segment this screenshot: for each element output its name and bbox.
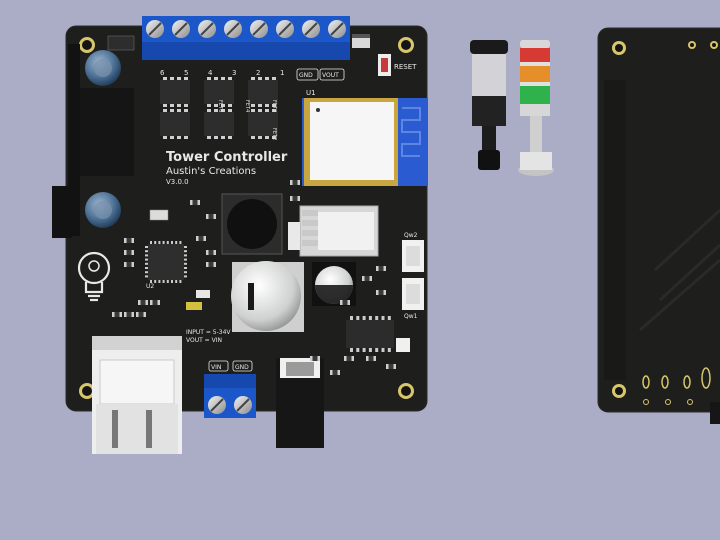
vout-label: VOUT [322, 72, 339, 79]
rj45-ethernet-jack [92, 336, 182, 454]
esp32-module [302, 98, 428, 186]
fet-label: FET2 [271, 128, 277, 140]
coin-cell-battery [231, 261, 304, 332]
reset-button [378, 54, 391, 76]
second-pcb-backside [597, 27, 720, 424]
fet-label: FET3 [271, 100, 277, 112]
terminal-block-top [142, 16, 350, 60]
reset-label: RESET [394, 63, 417, 71]
fet-label: FET6 [217, 100, 223, 112]
smd-capacitor [312, 262, 356, 306]
microcontroller-u2 [145, 241, 187, 283]
fet-label: FET4 [244, 100, 250, 112]
stack-light-tricolor [518, 40, 554, 176]
input-voltage-note: INPUT = 5-34V [186, 329, 231, 336]
u1-label: U1 [306, 89, 316, 97]
electrolytic-capacitor [85, 50, 121, 228]
voltage-regulator [288, 205, 379, 257]
board-title: Tower Controller [166, 150, 288, 165]
board-subtitle: Austin's Creations [166, 166, 256, 177]
lightbulb-logo-icon [77, 251, 111, 302]
inductor [221, 193, 283, 255]
terminal-block-power [204, 374, 256, 418]
qwiic-connector [402, 240, 424, 310]
vin-label: VIN [211, 364, 221, 371]
dc-barrel-jack [276, 358, 324, 448]
main-pcb: 6 5 4 3 2 1 GND VOUT FET6 FET4 FET3 FET2… [52, 16, 428, 454]
channel-label: 5 [184, 69, 188, 77]
channel-label: 1 [280, 69, 284, 77]
vout-note: VOUT = VIN [186, 337, 222, 344]
smd-components [112, 180, 396, 375]
channel-label: 3 [232, 69, 236, 77]
channel-label: 2 [256, 69, 260, 77]
qw1-label: Qw1 [404, 313, 418, 320]
gnd2-label: GND [235, 364, 249, 371]
channel-label: 6 [160, 69, 165, 77]
mosfet-array [160, 77, 278, 139]
stack-light-dark [470, 40, 508, 170]
soic-chip [346, 316, 394, 352]
channel-label: 4 [208, 69, 213, 77]
mounting-hole [79, 37, 414, 399]
qw2-label: Qw2 [404, 232, 418, 239]
board-version: V3.0.0 [166, 178, 189, 186]
u2-label: U2 [146, 283, 154, 290]
gnd-label: GND [299, 72, 313, 79]
